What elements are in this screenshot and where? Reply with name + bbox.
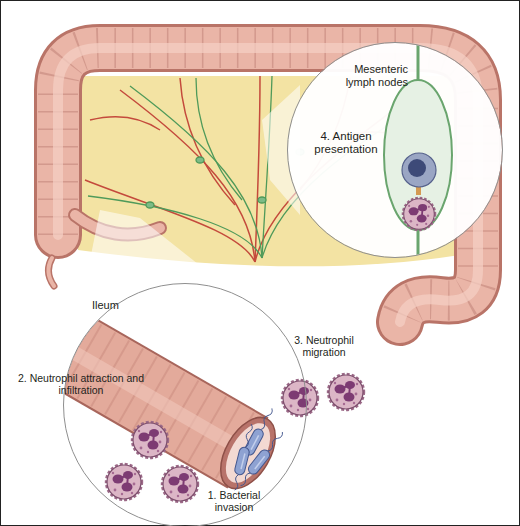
- annotation-text: 2. Neutrophil attraction and infiltratio…: [17, 372, 145, 396]
- bacteria: [230, 423, 256, 491]
- lymph-node: [384, 80, 452, 230]
- neutrophils: [106, 464, 142, 500]
- annotation-text: Ileum: [92, 299, 152, 312]
- inset-outline: [64, 284, 307, 526]
- lymph-node-inset: Mesenteric lymph nodes 4. Antigen present…: [287, 42, 503, 258]
- bacteria: [237, 429, 287, 489]
- lymph-node: [403, 198, 435, 230]
- lymph-node: [402, 153, 436, 187]
- ileum-inset: Ileum2. Neutrophil attraction and infilt…: [63, 283, 307, 526]
- colon: [48, 258, 54, 286]
- annotation-text: 1. Bacterial invasion: [198, 489, 270, 513]
- bacteria: [230, 406, 286, 491]
- colon: [48, 258, 54, 286]
- lymph-vessels: [196, 157, 204, 163]
- neutrophils: [282, 380, 318, 416]
- lymph-vessels: [146, 202, 154, 208]
- neutrophils: [132, 422, 168, 458]
- step-label: 3. Neutrophil migration: [282, 334, 366, 358]
- annotation-text: Mesenteric lymph nodes: [328, 63, 408, 88]
- lymph-vessels: [258, 197, 266, 203]
- neutrophils: [162, 466, 198, 502]
- lymph-vessels: [196, 78, 242, 200]
- inset-background: [64, 43, 502, 526]
- inset-outline: [63, 283, 307, 526]
- lymph-node: [408, 159, 426, 177]
- ileum-tube: [209, 408, 286, 498]
- neutrophils: [106, 374, 364, 502]
- inset-background: [288, 43, 502, 257]
- annotation-text: 4. Antigen presentation: [309, 130, 383, 156]
- blood-vessels: [90, 117, 160, 130]
- neutrophils: [328, 374, 364, 410]
- ileum-tube: [40, 333, 287, 498]
- inset-outline: [288, 43, 503, 258]
